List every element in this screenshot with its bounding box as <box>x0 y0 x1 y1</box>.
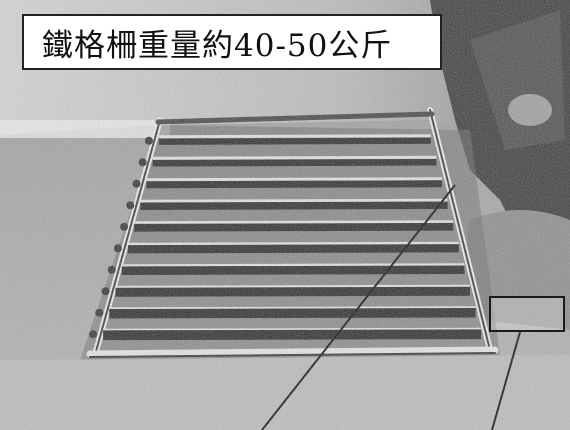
callout-box <box>489 296 565 332</box>
caption-text: 鐵格柵重量約40-50公斤 <box>42 27 393 64</box>
caption-box: 鐵格柵重量約40-50公斤 <box>22 14 442 70</box>
